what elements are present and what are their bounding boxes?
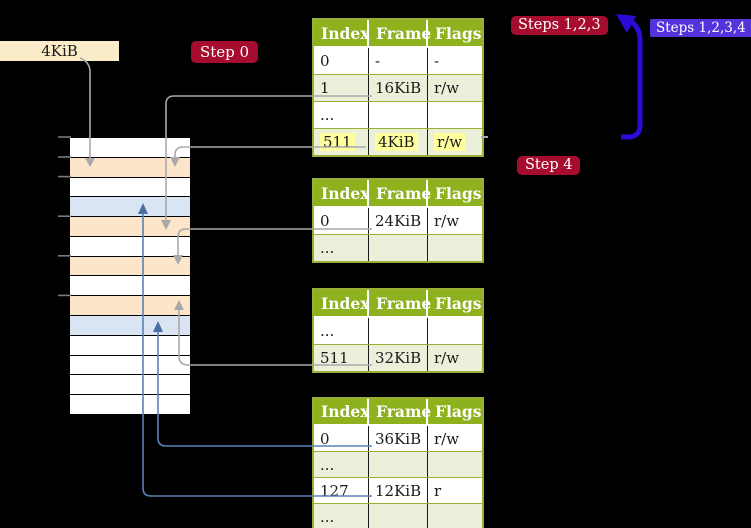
header-frame: Frame [369,20,431,46]
page-table-top: Index Frame Flags 0 - - 1 16KiB r/w ... … [312,18,484,157]
page-table-second: Index Frame Flags 0 24KiB r/w ... [312,178,484,263]
cell-frame [369,504,428,528]
cell-index: 1 [314,75,369,101]
badge-step-0: Step 0 [191,41,259,63]
table-header-row: Index Frame Flags [314,180,482,208]
badge-steps-1234: Steps 1,2,3,4 [650,19,751,38]
header-index: Index [314,20,369,46]
cell-frame [369,452,428,477]
cell-index: 511 [314,345,369,371]
cell-flags: r/w [428,129,482,155]
memory-row-white [70,375,190,396]
highlight-flags: r/w [434,133,466,151]
table-header-row: Index Frame Flags [314,290,482,318]
cell-frame: 16KiB [369,75,428,101]
memory-row-peach [70,157,190,178]
header-frame: Frame [369,180,431,206]
header-index: Index [314,180,369,206]
cell-index: 0 [314,426,369,451]
table-header-row: Index Frame Flags [314,20,482,48]
table-row-highlighted: 511 4KiB r/w [314,128,482,155]
memory-row-blue [70,197,190,218]
table-row: 0 - - [314,48,482,74]
memory-stack [70,137,190,415]
memory-row-white [70,236,190,257]
badge-step-4: Step 4 [517,156,581,176]
highlight-frame: 4KiB [375,133,418,151]
cell-flags [428,102,482,128]
cell-flags: r/w [434,429,460,448]
cell-frame: 4KiB [369,129,428,155]
memory-row-peach [70,256,190,277]
table-header-row: Index Frame Flags [314,399,482,426]
memory-row-white [70,276,190,297]
page-size-label-text: 4KiB [41,42,78,60]
cell-index: 127 [314,478,369,503]
memory-row-peach [70,296,190,317]
table-row-ellipsis: ... [314,234,482,261]
header-index: Index [314,290,369,316]
cell-flags: r/w [434,212,460,230]
cell-flags: r/w [434,79,460,97]
cell-flags: r/w [434,349,460,367]
loop-arrowhead [616,14,636,33]
header-flags: Flags [435,402,482,421]
cell-flags: - [434,52,440,70]
header-flags: Flags [435,23,482,43]
cell-frame: 24KiB [369,208,428,234]
loop-arrow-steps-1234 [621,18,643,140]
table-row: 0 24KiB r/w [314,208,482,234]
cell-flags: r [434,481,442,500]
cell-frame: 32KiB [369,345,428,371]
cell-index: ... [314,504,369,528]
badge-steps-123: Steps 1,2,3 [511,16,608,36]
cell-index: ... [314,318,369,344]
table-row: 127 12KiB r [314,477,482,503]
table-row: 1 16KiB r/w [314,74,482,101]
header-flags: Flags [435,183,482,203]
cell-index: ... [314,102,369,128]
memory-row-blue [70,316,190,336]
cell-flags [428,318,482,344]
cell-index: 0 [314,208,369,234]
cell-flags [428,452,482,477]
cell-frame: 12KiB [369,478,428,503]
memory-row-white [70,138,190,158]
table-row-ellipsis: ... [314,503,482,528]
cell-flags [428,235,482,261]
cell-frame: 36KiB [369,426,428,451]
header-flags: Flags [435,293,482,313]
page-size-label: 4KiB [0,41,119,61]
cell-frame [369,102,428,128]
header-frame: Frame [369,290,431,316]
header-index: Index [314,399,369,424]
cell-index: 511 [314,129,369,155]
cell-frame [369,235,428,261]
highlight-index: 511 [320,133,355,151]
page-table-bottom: Index Frame Flags 0 36KiB r/w ... 127 12… [312,397,484,528]
memory-row-white [70,177,190,198]
table-row-ellipsis: ... [314,451,482,477]
memory-row-white [70,335,190,356]
cell-index: ... [314,235,369,261]
memory-row-peach [70,217,190,237]
cell-frame: - [369,48,428,74]
cell-frame [369,318,428,344]
table-row: 511 32KiB r/w [314,344,482,371]
table-row-ellipsis: ... [314,101,482,128]
memory-row-white [70,355,190,376]
page-table-third: Index Frame Flags ... 511 32KiB r/w [312,288,484,373]
cell-index: 0 [314,48,369,74]
table-row: 0 36KiB r/w [314,426,482,451]
cell-index: ... [314,452,369,477]
memory-row-white [70,395,190,415]
header-frame: Frame [369,399,431,424]
table-row-ellipsis: ... [314,318,482,344]
cell-flags [428,504,482,528]
